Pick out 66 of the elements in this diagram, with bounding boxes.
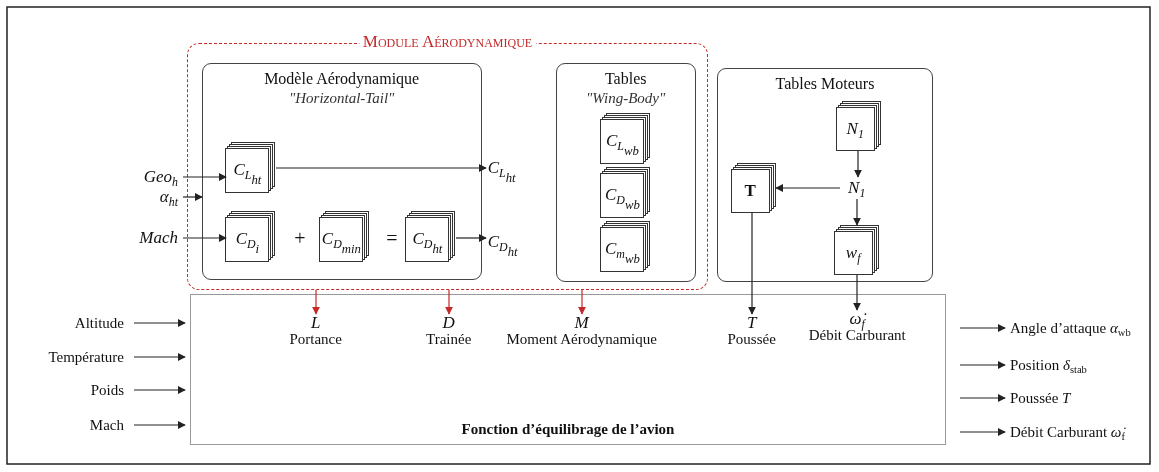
panel-title: Tables Moteurs	[774, 75, 876, 93]
operator-symbol: +	[293, 226, 307, 250]
math-symbol: w$_{f}$	[844, 241, 863, 267]
output-label: Débit Carburant ω̇$_{f}$	[1010, 421, 1156, 443]
table-stack-card	[833, 224, 879, 275]
signal-name: Moment Aérodynamique	[506, 330, 657, 348]
arrow	[182, 173, 227, 181]
arrow	[959, 324, 1006, 332]
output-label: Position δ$_{stab}$	[1010, 354, 1156, 376]
input-label: Poids	[16, 379, 124, 401]
signal-name: Portance	[289, 330, 342, 348]
table-stack-card	[319, 211, 370, 263]
panel-subtitle: "Horizontal-Tail"	[288, 89, 396, 107]
math-symbol: L	[310, 313, 321, 331]
panel-title: Fonction d’équilibrage de l’avion	[460, 421, 676, 438]
math-symbol: N$_{1}$	[839, 176, 874, 199]
math-symbol: T	[746, 313, 757, 331]
table-stack-card	[405, 211, 456, 263]
output-label: Angle d’attaque α$_{wb}$	[1010, 317, 1156, 339]
arrow	[959, 361, 1006, 369]
arrow	[578, 289, 586, 315]
arrow	[455, 234, 487, 242]
table-stack-card	[600, 167, 651, 219]
operator-symbol: =	[385, 226, 399, 250]
table-stack-card	[600, 221, 651, 273]
arrow	[182, 234, 227, 242]
arrow	[133, 353, 186, 361]
arrow	[854, 150, 862, 178]
arrow	[853, 198, 861, 226]
math-symbol: Geo$_{h}$	[118, 166, 178, 188]
rounded-panel	[555, 62, 696, 282]
arrow	[312, 289, 320, 315]
arrow	[959, 394, 1006, 402]
panel-title: Modèle Aérodynamique	[263, 69, 421, 88]
function-box	[190, 294, 946, 445]
arrow	[748, 212, 756, 315]
rounded-panel	[201, 62, 482, 280]
arrow	[133, 421, 186, 429]
panel-subtitle: "Wing-Body"	[585, 89, 667, 107]
math-symbol: α$_{ht}$	[118, 186, 178, 208]
arrow	[133, 319, 186, 327]
arrow	[445, 289, 453, 315]
signal-name: Trainée	[426, 330, 472, 348]
table-stack-card	[835, 100, 881, 151]
table-stack-card	[225, 142, 276, 194]
math-symbol: D	[442, 313, 455, 331]
arrow	[853, 274, 861, 311]
math-symbol: Mach	[118, 227, 178, 249]
output-label: Poussée T	[1010, 387, 1156, 409]
arrow	[182, 193, 203, 201]
table-stack-card	[225, 211, 276, 263]
math-symbol: M	[574, 313, 589, 331]
input-label: Mach	[16, 414, 124, 436]
arrow	[775, 184, 841, 192]
arrow	[275, 164, 487, 172]
rounded-panel	[717, 68, 933, 282]
arrow	[959, 428, 1006, 436]
table-stack-card	[600, 113, 651, 165]
math-symbol: N$_{1}$	[845, 117, 865, 143]
table-stack-card	[730, 162, 776, 213]
math-symbol: T	[743, 179, 757, 202]
input-label: Température	[16, 346, 124, 368]
input-label: Altitude	[16, 312, 124, 334]
signal-name: Poussée	[727, 330, 776, 348]
panel-title: Tables	[603, 69, 648, 88]
arrow	[133, 386, 186, 394]
